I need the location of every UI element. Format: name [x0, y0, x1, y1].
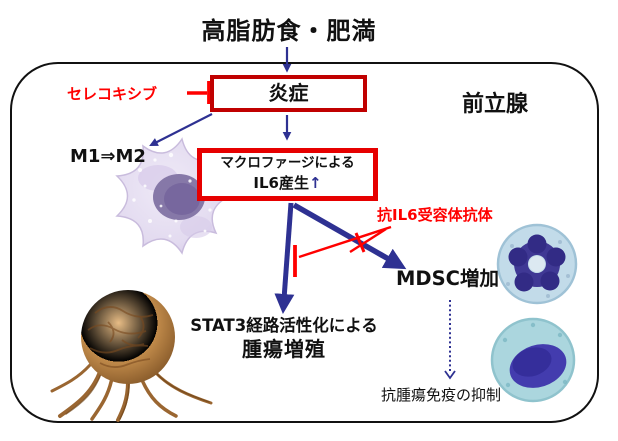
macrophage-il6-node-box: マクロファージによる IL6産生↑	[197, 148, 378, 201]
m1-to-m2-label: M1⇒M2	[70, 146, 146, 167]
mdsc-increase-label: MDSC増加	[396, 267, 499, 290]
il6-box-line1: マクロファージによる	[220, 155, 355, 171]
inflammation-node-box: 炎症	[210, 75, 367, 112]
inflammation-label: 炎症	[268, 81, 309, 105]
stat3-pathway-label: STAT3経路活性化による	[190, 316, 378, 335]
prostate-label: 前立腺	[462, 92, 529, 117]
tumor-growth-label: 腫瘍増殖	[242, 337, 326, 361]
antitumor-immunity-suppression-label: 抗腫瘍免疫の抑制	[381, 386, 502, 404]
prostate-outline-box	[10, 62, 599, 423]
celecoxib-inhibitor-label: セレコキシブ	[67, 85, 158, 103]
anti-il6-receptor-antibody-label: 抗IL6受容体抗体	[377, 206, 493, 224]
diagram-title: 高脂肪食・肥満	[201, 17, 377, 45]
il6-up-arrow-icon: ↑	[309, 174, 322, 192]
il6-box-line2: IL6産生↑	[253, 174, 322, 192]
